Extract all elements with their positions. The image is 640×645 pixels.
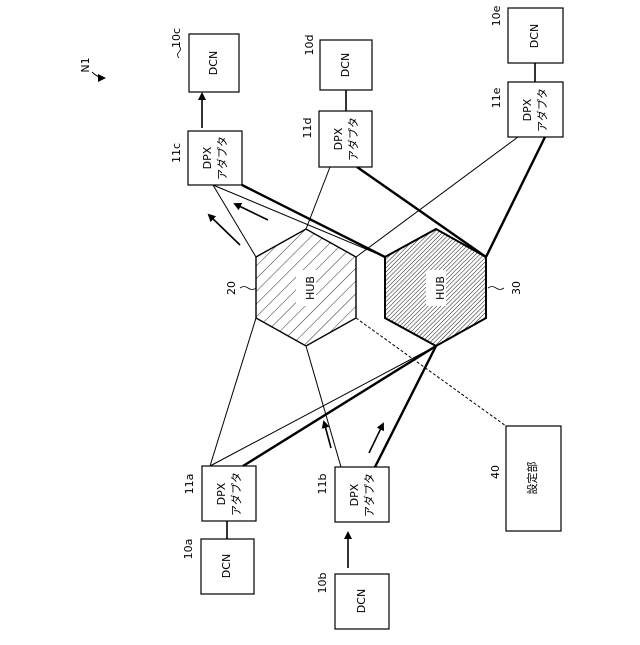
dpx-11c: DPX アダプタ 11c: [170, 131, 242, 185]
dcn-10d: DCN 10d: [303, 35, 372, 90]
dcn-10d-ref: 10d: [303, 35, 316, 56]
dpx-11e-line2: アダプタ: [535, 88, 549, 132]
dcn-10a-label: DCN: [220, 554, 233, 578]
hub-20-ref: 20: [225, 281, 238, 295]
dpx-11a: DPX アダプタ 11a: [183, 466, 256, 521]
dcn-10b: DCN 10b: [316, 572, 389, 629]
arrow-to-11c-a: [209, 215, 240, 245]
dcn-10e-label: DCN: [528, 24, 541, 48]
dcn-10c-label: DCN: [207, 51, 220, 75]
dpx-11e-ref: 11e: [490, 87, 503, 108]
dpx-11b-ref: 11b: [316, 473, 329, 494]
link-11a-hub20: [210, 318, 256, 466]
dcn-10b-ref: 10b: [316, 572, 329, 593]
dcn-10a-ref: 10a: [182, 539, 195, 560]
figure-label-text: N1: [79, 57, 92, 72]
hub-30-ref: 30: [510, 281, 523, 295]
figure-label-arrow: [92, 72, 104, 78]
hub-20-label: HUB: [304, 276, 317, 300]
dcn-10c-ref: 10c: [170, 28, 183, 48]
setting-unit-ref: 40: [489, 465, 502, 479]
hub-30-label: HUB: [434, 276, 447, 300]
link-11a-hub30: [210, 346, 436, 466]
dpx-11c-ref: 11c: [170, 143, 183, 163]
figure-label: N1: [79, 57, 104, 78]
dpx-11d-ref: 11d: [301, 118, 314, 139]
setting-unit-40: 設定部 40: [489, 426, 561, 531]
dpx-11b-line2: アダプタ: [362, 473, 376, 517]
dpx-11a-ref: 11a: [183, 474, 196, 495]
link-11e-hub30: [486, 137, 545, 257]
link-11c-hub20: [213, 185, 256, 257]
dpx-11a-line2: アダプタ: [229, 472, 243, 516]
arrow-11b-up-a: [324, 422, 331, 448]
dpx-11c-line1: DPX: [201, 146, 214, 169]
dcn-10e-ref: 10e: [490, 5, 503, 26]
dpx-11a-line1: DPX: [215, 482, 228, 505]
dcn-10c: DCN 10c: [170, 28, 239, 92]
hub-20: HUB 20: [225, 229, 356, 346]
hub-30-leader: [488, 287, 504, 290]
link-11b-hub20: [306, 346, 341, 467]
dpx-11e-line1: DPX: [521, 98, 534, 121]
hub-30: HUB 30: [385, 229, 523, 346]
dpx-11e: DPX アダプタ 11e: [490, 82, 563, 137]
arrow-11b-up-b: [369, 424, 383, 453]
dpx-11d-line1: DPX: [332, 127, 345, 150]
dcn-10a: DCN 10a: [182, 539, 254, 594]
dpx-11d: DPX アダプタ 11d: [301, 111, 372, 167]
dpx-11d-line2: アダプタ: [346, 117, 360, 161]
hub-20-leader: [240, 287, 256, 290]
dpx-11c-line2: アダプタ: [215, 136, 229, 180]
setting-unit-label: 設定部: [525, 462, 539, 495]
dcn-10d-label: DCN: [339, 53, 352, 77]
dcn-10b-label: DCN: [355, 589, 368, 613]
dcn-10e: DCN 10e: [490, 5, 563, 63]
dpx-11b-line1: DPX: [348, 483, 361, 506]
dpx-11b: DPX アダプタ 11b: [316, 467, 389, 522]
